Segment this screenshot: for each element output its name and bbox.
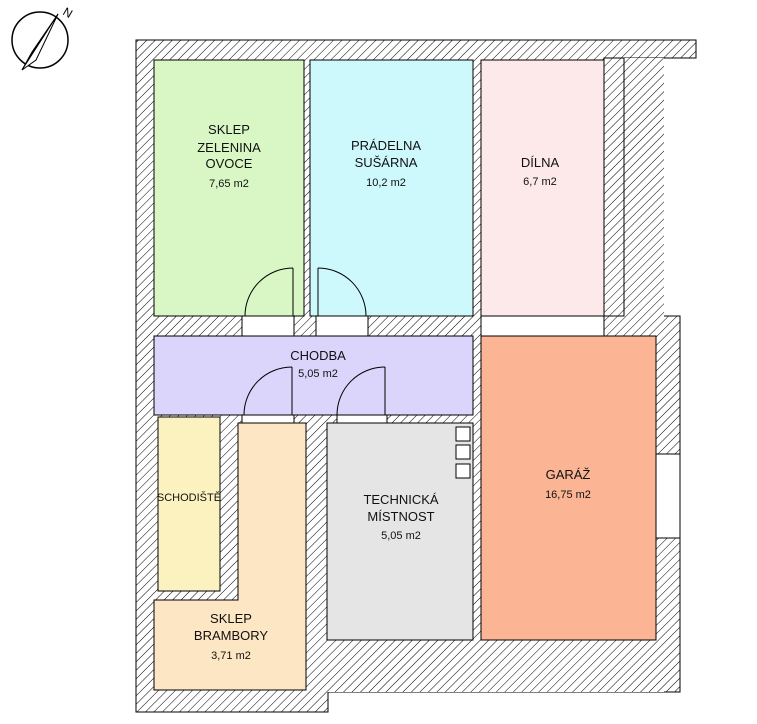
door-opening <box>315 315 369 337</box>
door-opening <box>480 315 605 337</box>
room-chodba <box>153 335 474 416</box>
door-opening <box>241 414 295 424</box>
room-label: SUŠÁRNA <box>355 155 418 170</box>
door-swing <box>243 366 293 416</box>
room-area: 6,7 m2 <box>523 176 557 188</box>
garage-door-opening <box>655 453 681 539</box>
room-label: CHODBA <box>290 348 346 363</box>
door-swing <box>336 366 386 416</box>
room-dilna <box>480 59 605 317</box>
room-label: MÍSTNOST <box>367 509 434 524</box>
door-swing <box>317 267 367 317</box>
room-area: 7,65 m2 <box>209 178 249 190</box>
room-label: GARÁŽ <box>546 467 591 482</box>
room-area: 5,05 m2 <box>381 530 421 542</box>
room-area: 16,75 m2 <box>545 489 591 501</box>
room-schodiste <box>157 416 221 592</box>
room-label: DÍLNA <box>521 155 560 170</box>
room-label: SKLEP <box>210 611 252 626</box>
window-gap <box>603 57 625 317</box>
room-label: TECHNICKÁ <box>363 492 438 507</box>
room-technicka <box>326 422 474 641</box>
room-label: BRAMBORY <box>194 628 268 643</box>
door-opening <box>241 315 295 337</box>
room-area: 3,71 m2 <box>211 650 251 662</box>
room-label: PRÁDELNA <box>351 138 421 153</box>
door-swing <box>244 267 294 317</box>
room-label: SKLEP <box>208 122 250 137</box>
room-pradelna <box>309 59 474 317</box>
room-sklep-brambory <box>153 422 307 691</box>
north-arrow-icon: N <box>11 4 76 71</box>
utility-box <box>455 463 471 479</box>
room-area: 5,05 m2 <box>298 368 338 380</box>
compass-symbol: N <box>61 4 76 20</box>
door-opening <box>336 414 388 424</box>
room-area: 10,2 m2 <box>366 177 406 189</box>
room-garaz <box>480 335 657 641</box>
utility-box <box>455 444 471 460</box>
room-sklep-zelenina <box>153 59 305 317</box>
utility-box <box>455 426 471 442</box>
room-label: SCHODIŠTĚ <box>157 491 221 504</box>
room-label: OVOCE <box>206 156 253 171</box>
room-label: ZELENINA <box>197 140 261 155</box>
